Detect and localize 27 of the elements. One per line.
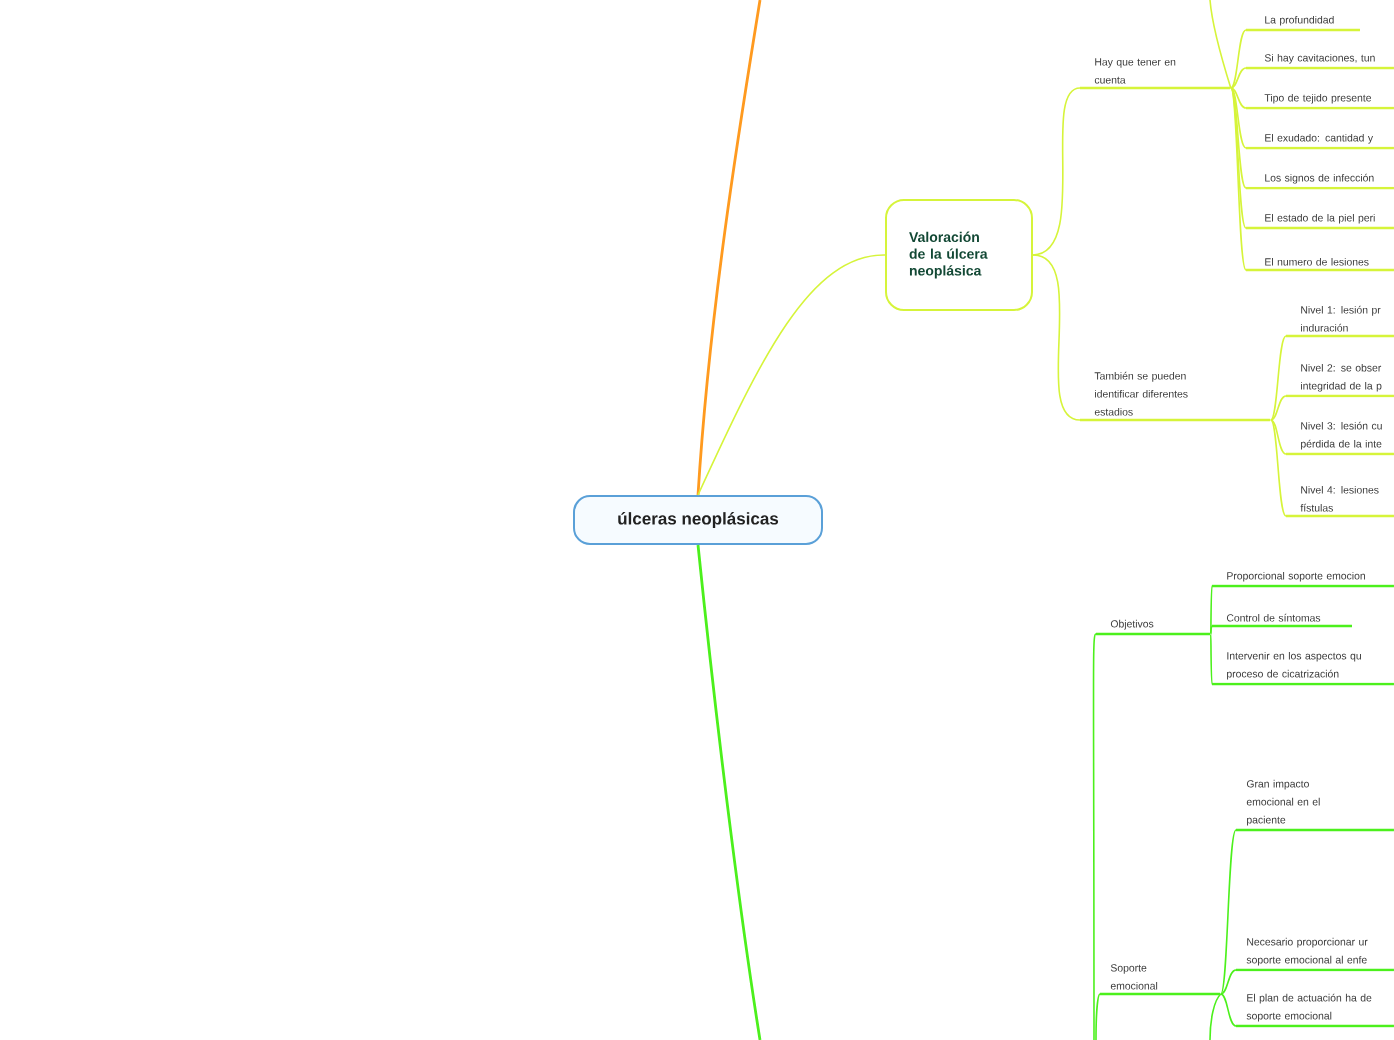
branch-line — [1230, 87, 1247, 229]
branch-line — [1270, 419, 1287, 455]
branch-line — [1230, 67, 1247, 89]
branch-line — [1032, 254, 1081, 421]
branch-line — [1230, 87, 1247, 149]
branch-line — [1220, 829, 1237, 995]
branch-line — [1270, 419, 1287, 517]
branch-line — [1230, 87, 1247, 109]
branch-line — [1032, 87, 1081, 256]
branch-line — [1210, 625, 1213, 635]
branch-line — [696, 0, 762, 496]
branch-line — [1209, 993, 1222, 1040]
branch-line — [1230, 87, 1247, 189]
branch-line — [1230, 29, 1247, 89]
branch-line — [1270, 395, 1287, 421]
branch-line — [1220, 969, 1237, 995]
branch-line — [696, 544, 762, 1040]
branch-line — [1270, 335, 1287, 421]
branch-line — [1210, 585, 1213, 635]
branch-line — [1220, 993, 1237, 1027]
branch-line — [697, 254, 886, 496]
branch-line — [1092, 633, 1097, 1040]
branch-line — [1210, 633, 1213, 685]
branch-line — [1095, 993, 1101, 1040]
branch-line — [1209, 0, 1232, 89]
central-topic-box: úlceras neoplásicas — [573, 495, 823, 545]
branch-line — [1230, 87, 1247, 271]
